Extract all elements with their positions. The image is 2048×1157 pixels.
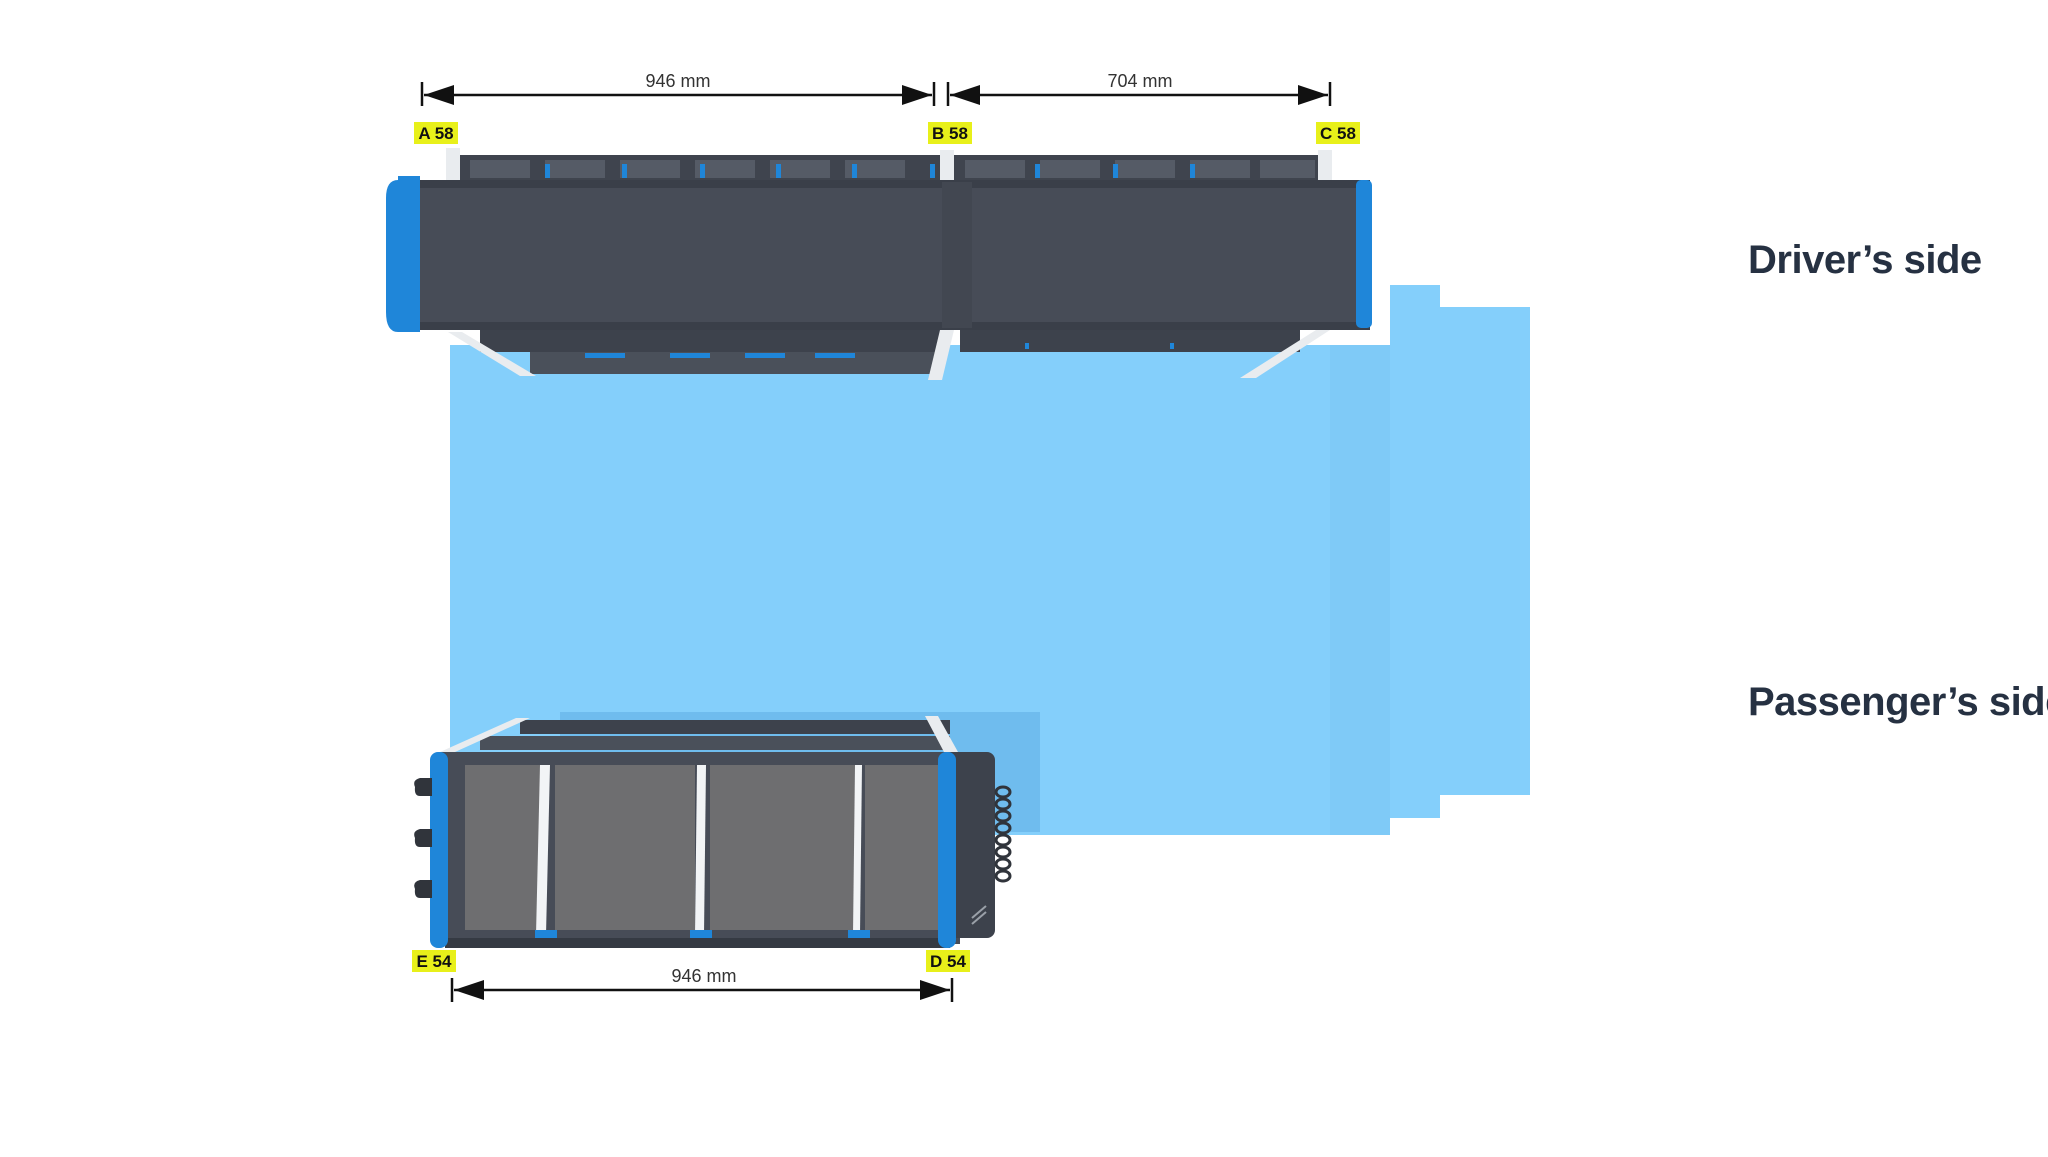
rack-center-seam — [942, 182, 972, 328]
rack-main-shelf — [410, 180, 1370, 328]
dimension-label-top-right: 704 mm — [1107, 71, 1172, 91]
end-cap-left — [386, 176, 420, 332]
dimension-top-right: 704 mm — [946, 71, 1332, 106]
tag-e: E 54 — [412, 950, 456, 972]
pass-rack-frame-right — [945, 752, 995, 938]
brace-c — [1240, 330, 1330, 378]
rack-back-clips — [545, 164, 1195, 178]
pass-rack-clips — [535, 930, 870, 938]
dimension-bottom: 946 mm — [450, 966, 954, 1002]
tag-a: A 58 — [414, 122, 458, 144]
rack-main-shelf-edge-top — [410, 180, 1370, 188]
tag-b: B 58 — [928, 122, 972, 144]
pass-corner-mark — [971, 905, 987, 925]
dimension-label-bottom: 946 mm — [671, 966, 736, 986]
tag-c-label: C 58 — [1320, 124, 1356, 143]
rack-lower-clips — [585, 343, 1174, 358]
van-floor-shape — [450, 285, 1530, 835]
upright-a — [446, 148, 460, 180]
rack-lower-shelf-right — [960, 330, 1300, 352]
passengers-side-label: Passenger’s side — [1748, 680, 2048, 724]
brace-b — [928, 330, 954, 380]
upright-b — [940, 150, 954, 180]
pass-end-cap-left — [430, 752, 448, 948]
pass-rack-top-tray-2 — [480, 736, 950, 750]
dimension-top-left: 946 mm — [420, 71, 936, 106]
tag-e-label: E 54 — [417, 952, 453, 971]
pass-rack-bins — [465, 765, 940, 930]
rack-lower-shelf-left — [480, 330, 940, 352]
tag-a-label: A 58 — [418, 124, 453, 143]
end-cap-right — [1356, 180, 1372, 328]
tag-d: D 54 — [926, 950, 970, 972]
pass-coil — [994, 785, 1012, 883]
tag-d-label: D 54 — [930, 952, 966, 971]
rack-main-shelf-edge-bottom — [410, 322, 1370, 330]
drivers-side-rack — [386, 148, 1372, 380]
rack-back-slots — [470, 160, 1315, 178]
drivers-side-label: Driver’s side — [1748, 238, 1982, 282]
pass-brace-right — [925, 716, 958, 752]
pass-hooks — [414, 778, 432, 898]
brace-a — [448, 332, 536, 376]
pass-end-cap-right — [938, 752, 956, 948]
pass-brace-left — [440, 718, 530, 752]
van-floor-shade — [1330, 345, 1390, 835]
pass-rack-dividers — [536, 765, 862, 935]
pass-rack-bottom-rail — [445, 938, 950, 948]
tag-c: C 58 — [1316, 122, 1360, 144]
pass-rack-top-tray — [520, 720, 950, 734]
dimension-label-top-left: 946 mm — [645, 71, 710, 91]
passengers-side-rack — [414, 716, 1012, 948]
tag-b-label: B 58 — [932, 124, 968, 143]
upright-c — [1318, 150, 1332, 180]
